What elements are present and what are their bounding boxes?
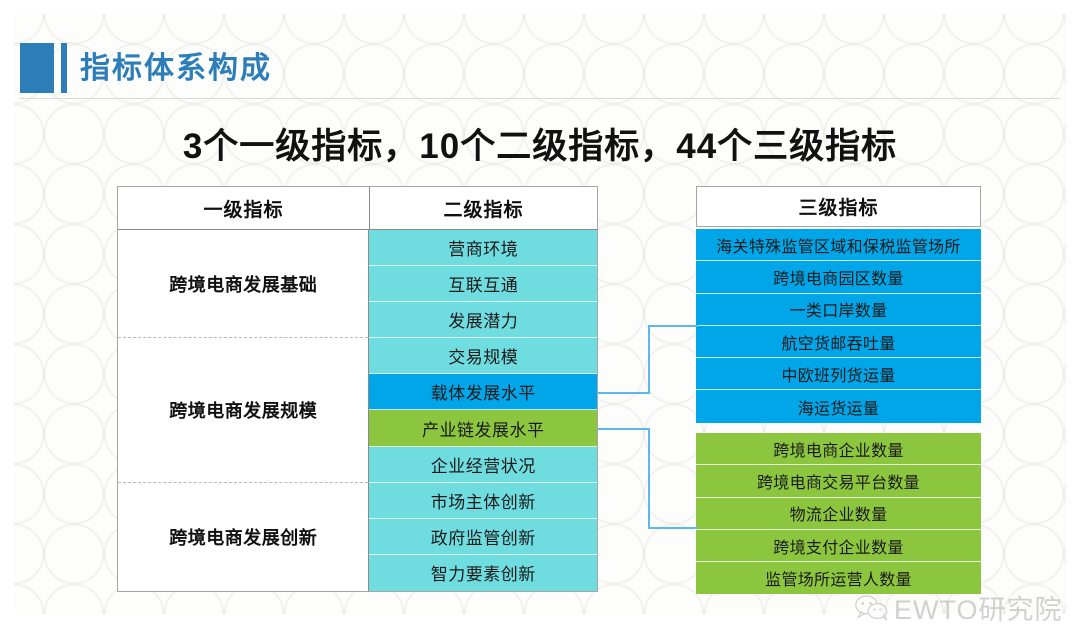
level2-cell: 营商环境: [369, 230, 597, 267]
connector-blue-segment-2: [648, 325, 650, 394]
level3-cell: 跨境电商交易平台数量: [696, 465, 981, 498]
level3-cell: 中欧班列货运量: [696, 358, 981, 391]
level3-cell: 海运货运量: [696, 390, 981, 423]
header-divider: [20, 98, 1060, 99]
table-header-level1: 一级指标: [118, 187, 370, 229]
level2-cell: 交易规模: [369, 338, 597, 375]
level2-cell: 企业经营状况: [369, 446, 597, 483]
connector-green-segment-3: [648, 527, 698, 529]
level3-cell: 航空货邮吞吐量: [696, 325, 981, 359]
level2-cell: 市场主体创新: [369, 482, 597, 519]
level3-panel-blue: 海关特殊监管区域和保税监管场所跨境电商园区数量一类口岸数量航空货邮吞吐量中欧班列…: [696, 229, 981, 423]
connector-blue-segment-1: [598, 392, 650, 394]
connector-blue-segment-3: [648, 325, 698, 327]
level3-cell: 跨境支付企业数量: [696, 529, 981, 563]
level3-cell: 监管场所运营人数量: [696, 562, 981, 595]
panel-header-level3: 三级指标: [696, 186, 981, 227]
header-accent-bar: [61, 43, 67, 93]
level2-cell: 载体发展水平: [369, 374, 597, 411]
level2-cell: 发展潜力: [369, 302, 597, 339]
wechat-icon: [855, 594, 889, 622]
page-title: 3个一级指标，10个二级指标，44个三级指标: [182, 127, 898, 166]
level3-panel-green: 跨境电商企业数量跨境电商交易平台数量物流企业数量跨境支付企业数量监管场所运营人数…: [696, 433, 981, 595]
level1-cell: 跨境电商发展规模: [118, 338, 369, 483]
level2-column: 营商环境互联互通发展潜力交易规模载体发展水平产业链发展水平企业经营状况市场主体创…: [369, 230, 597, 591]
connector-green-segment-1: [598, 428, 650, 430]
level2-cell: 政府监管创新: [369, 518, 597, 555]
watermark: EWTO研究院: [855, 588, 1063, 627]
level3-cell: 海关特殊监管区域和保税监管场所: [696, 229, 981, 262]
slide-header: 指标体系构成: [14, 14, 1066, 99]
level2-cell: 互联互通: [369, 266, 597, 303]
header-title: 指标体系构成: [80, 52, 272, 85]
level1-cell: 跨境电商发展基础: [118, 230, 369, 339]
level2-cell: 智力要素创新: [369, 554, 597, 591]
level3-cell: 跨境电商园区数量: [696, 261, 981, 294]
level3-cell: 跨境电商企业数量: [696, 433, 981, 466]
level2-cell: 产业链发展水平: [369, 410, 597, 447]
level1-cell: 跨境电商发展创新: [118, 482, 369, 591]
table-body: 跨境电商发展基础跨境电商发展规模跨境电商发展创新 营商环境互联互通发展潜力交易规…: [118, 230, 597, 591]
level3-cell: 物流企业数量: [696, 497, 981, 530]
connector-green-segment-2: [648, 428, 650, 529]
level1-column: 跨境电商发展基础跨境电商发展规模跨境电商发展创新: [118, 230, 370, 591]
header-accent-square: [20, 43, 54, 93]
table-header-level2: 二级指标: [370, 187, 597, 229]
watermark-text: EWTO研究院: [894, 595, 1063, 625]
indicator-table: 一级指标 二级指标 跨境电商发展基础跨境电商发展规模跨境电商发展创新 营商环境互…: [117, 186, 598, 592]
table-header-row: 一级指标 二级指标: [118, 187, 597, 230]
level3-cell: 一类口岸数量: [696, 293, 981, 326]
